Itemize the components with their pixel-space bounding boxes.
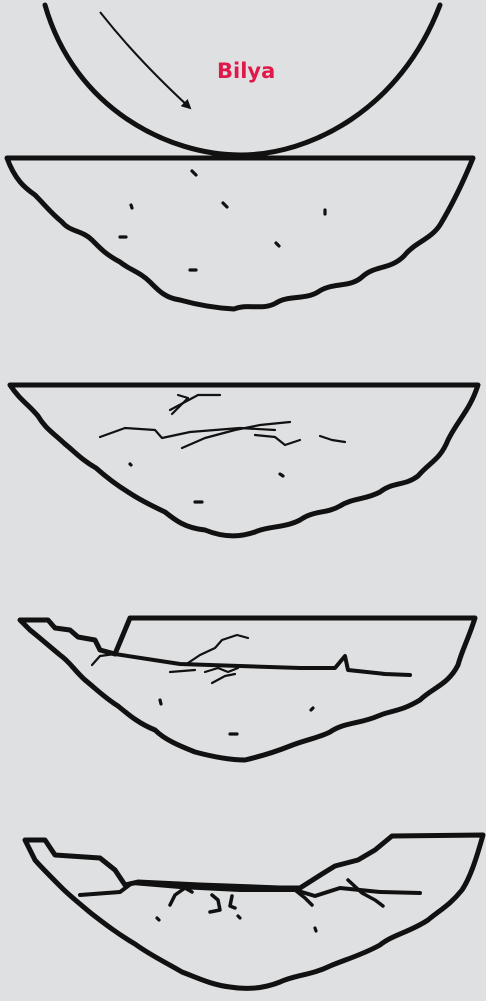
- stage-3-main-crack: [115, 654, 410, 675]
- stage-3-crack: [170, 670, 195, 672]
- stage-3-inclusion: [160, 700, 161, 704]
- stage-1-inclusion: [276, 243, 279, 246]
- stage-4-crack: [210, 895, 220, 912]
- stage-3-crack: [212, 674, 235, 683]
- stage-2-crack: [172, 395, 188, 414]
- stage-4-spalling: [25, 835, 483, 988]
- stage-2-crack: [182, 422, 290, 448]
- stage-3-crack: [205, 668, 238, 672]
- stage-3-inclusion: [311, 708, 313, 710]
- stage-4-outline: [25, 835, 483, 988]
- stage-1-intact-surface: [7, 158, 473, 309]
- stage-3-crack: [185, 635, 248, 665]
- stage-2-subsurface-cracks: [10, 385, 478, 536]
- stage-2-crack: [320, 436, 345, 442]
- stage-2-outline: [10, 385, 478, 536]
- stage-2-crack: [100, 428, 275, 438]
- stage-1-inclusion: [192, 171, 196, 175]
- stage-4-inclusion: [157, 918, 159, 920]
- stage-3-crack-propagation: [20, 618, 475, 760]
- rotation-arrow: [100, 12, 190, 108]
- stage-4-inclusion: [238, 916, 240, 918]
- stage-4-inclusion: [315, 928, 316, 931]
- stage-3-outline: [20, 618, 475, 760]
- stage-4-crack: [230, 896, 235, 908]
- ball: Bilya: [45, 5, 440, 155]
- stage-4-crack: [170, 888, 192, 905]
- stage-1-inclusion: [131, 205, 132, 208]
- ball-label: Bilya: [217, 59, 275, 83]
- stage-2-inclusion: [280, 474, 283, 476]
- stage-2-crack: [255, 435, 300, 445]
- stage-2-inclusion: [130, 464, 131, 465]
- stage-1-outline: [7, 158, 473, 309]
- stage-1-inclusion: [223, 203, 227, 207]
